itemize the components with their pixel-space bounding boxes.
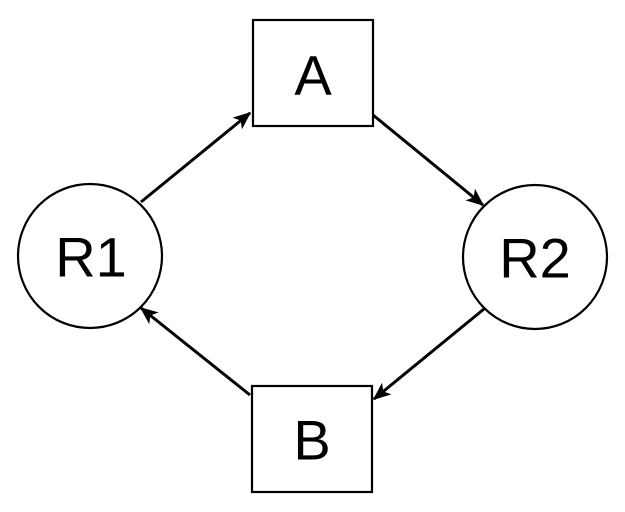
node-r2: R2 bbox=[461, 183, 609, 331]
node-r2-circle bbox=[461, 183, 609, 331]
node-a: A bbox=[251, 18, 375, 128]
node-b-box bbox=[250, 384, 374, 494]
edge-b-to-r1 bbox=[139, 306, 251, 397]
node-r1: R1 bbox=[16, 182, 164, 330]
node-r2-label: R2 bbox=[499, 227, 571, 290]
edge-a-to-r2 bbox=[372, 113, 485, 207]
node-b-label: B bbox=[293, 409, 330, 472]
edge-r2-to-b bbox=[372, 307, 485, 401]
node-b: B bbox=[250, 384, 374, 494]
node-r1-circle bbox=[16, 182, 164, 330]
node-a-label: A bbox=[294, 44, 332, 107]
node-a-box bbox=[251, 18, 375, 128]
node-r1-label: R1 bbox=[55, 226, 127, 289]
edge-r1-to-a bbox=[140, 111, 252, 204]
